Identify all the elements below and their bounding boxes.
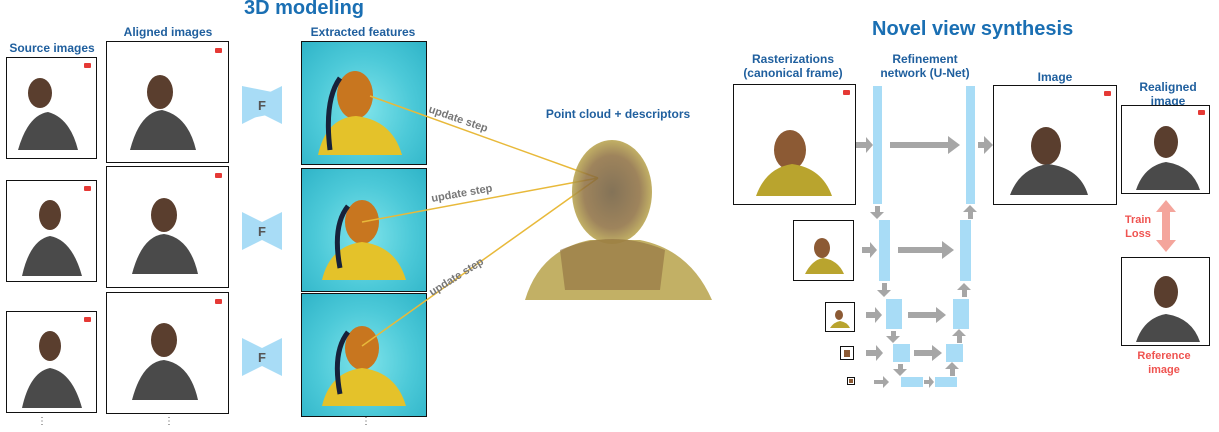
arrow-up-3 bbox=[952, 329, 966, 343]
arrow-up-4 bbox=[945, 362, 959, 376]
raster-person-quarter bbox=[830, 310, 850, 328]
raster-person-sixteenth bbox=[849, 379, 853, 383]
encoder-label-2: F bbox=[258, 224, 266, 239]
aligned-person-3 bbox=[132, 323, 198, 400]
source-person-2 bbox=[22, 200, 82, 276]
arrow-down-3 bbox=[886, 331, 900, 343]
arrow-out bbox=[978, 136, 993, 154]
source-person-3 bbox=[22, 331, 82, 408]
reference-person bbox=[1136, 276, 1200, 342]
aligned-person-2 bbox=[132, 198, 198, 274]
arrow-down-1 bbox=[870, 206, 884, 219]
unet-dec-1 bbox=[966, 86, 975, 204]
arrow-down-2 bbox=[877, 283, 891, 297]
feature-person-1 bbox=[318, 71, 402, 155]
feature-person-3 bbox=[322, 326, 406, 406]
unet-dec-5 bbox=[935, 377, 957, 387]
encoder-label-1: F bbox=[258, 98, 266, 113]
realigned-person bbox=[1136, 126, 1200, 190]
feature-person-2 bbox=[322, 200, 406, 280]
arrow-skip-5 bbox=[924, 376, 934, 388]
arrow-skip-3 bbox=[908, 307, 946, 323]
unet-enc-3 bbox=[886, 299, 902, 329]
update-line-1 bbox=[370, 96, 598, 178]
arrow-skip-1 bbox=[890, 136, 960, 154]
encoder-label-3: F bbox=[258, 350, 266, 365]
aligned-person-1 bbox=[130, 75, 196, 150]
unet-dec-4 bbox=[946, 344, 963, 362]
arrow-skip-4 bbox=[914, 345, 942, 361]
output-person bbox=[1010, 127, 1088, 195]
unet-dec-2 bbox=[960, 220, 971, 281]
raster-person-full bbox=[756, 130, 832, 196]
arrow-in-5 bbox=[874, 376, 889, 388]
unet-enc-1 bbox=[873, 86, 882, 204]
raster-person-half bbox=[805, 238, 844, 274]
raster-person-eighth bbox=[844, 350, 850, 357]
arrow-skip-2 bbox=[898, 241, 954, 259]
unet-dec-3 bbox=[953, 299, 969, 329]
train-loss-arrow bbox=[1156, 200, 1176, 252]
update-step-label-2: update step bbox=[430, 182, 493, 205]
arrow-in-2 bbox=[862, 242, 877, 258]
unet-enc-4 bbox=[893, 344, 910, 362]
unet-enc-2 bbox=[879, 220, 890, 281]
arrow-up-1 bbox=[963, 205, 977, 219]
arrow-in-4 bbox=[866, 345, 883, 361]
point-cloud bbox=[525, 140, 712, 300]
source-person-1 bbox=[18, 78, 78, 150]
arrow-in-3 bbox=[866, 307, 882, 323]
arrow-up-2 bbox=[957, 283, 971, 297]
arrow-in-1 bbox=[856, 137, 873, 153]
arrow-down-4 bbox=[893, 364, 907, 376]
update-step-label-3: update step bbox=[427, 256, 486, 299]
unet-enc-5 bbox=[901, 377, 923, 387]
